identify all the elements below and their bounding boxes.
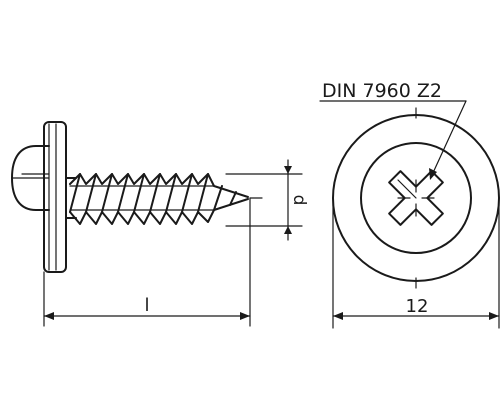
head-circle bbox=[360, 142, 472, 254]
arrow-head bbox=[284, 166, 292, 174]
thread-crest-bottom bbox=[69, 198, 249, 225]
standard-label: DIN 7960 Z2 bbox=[322, 80, 442, 102]
diameter-label: d bbox=[289, 195, 309, 206]
arrow-head bbox=[333, 312, 343, 320]
thread-flanks bbox=[69, 173, 237, 213]
callout-leader bbox=[431, 100, 467, 176]
arrow-head bbox=[284, 226, 292, 234]
screw-head-top-view bbox=[332, 107, 500, 289]
arrow-head bbox=[429, 168, 437, 180]
arrow-head bbox=[489, 312, 499, 320]
arrow-head bbox=[240, 312, 250, 320]
standard-callout: DIN 7960 Z2 bbox=[319, 80, 467, 180]
thread-crest-top bbox=[69, 173, 249, 198]
length-dimension: l bbox=[43, 197, 251, 327]
arrow-head bbox=[44, 312, 54, 320]
diameter-dimension: d bbox=[225, 159, 309, 241]
width-label: 12 bbox=[406, 296, 429, 317]
recess-tick bbox=[397, 179, 417, 199]
screw-side-view bbox=[11, 121, 263, 273]
pozidriv-cross-recess bbox=[388, 170, 444, 226]
length-label: l bbox=[144, 295, 149, 316]
width-dimension: 12 bbox=[332, 197, 500, 329]
washer bbox=[43, 121, 67, 273]
